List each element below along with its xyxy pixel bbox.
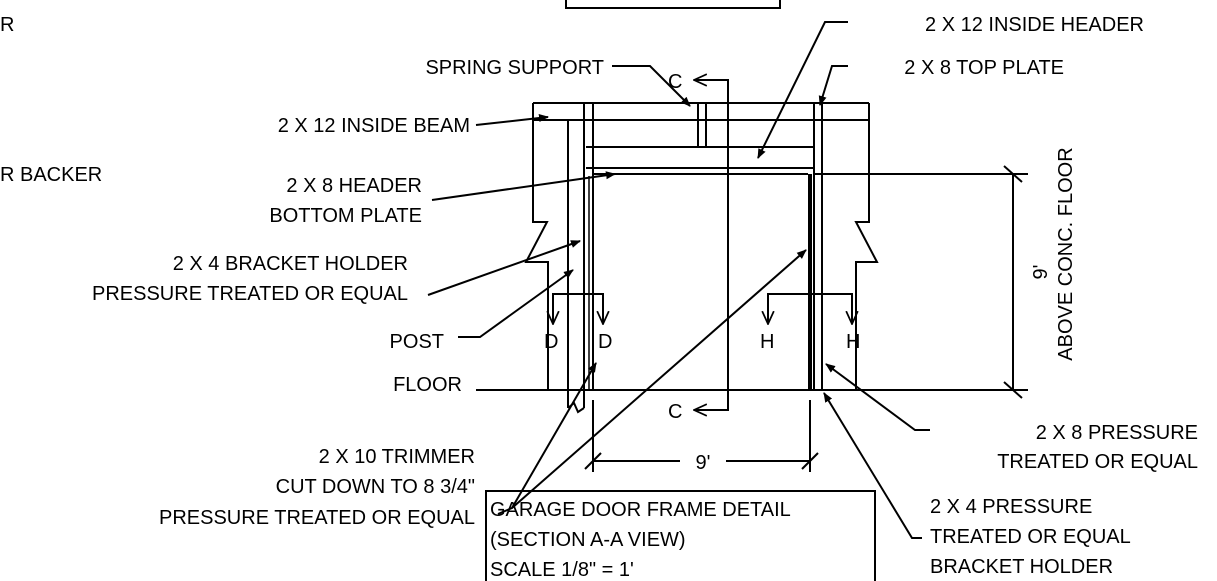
pt-2x8-label-1: 2 X 8 PRESSURE [1036,422,1198,444]
dim-tick-bottom [1003,381,1023,399]
section-d-right-label: D [598,331,612,353]
bracket-holder-label-1: 2 X 4 BRACKET HOLDER [173,253,408,275]
section-h-left-label: H [760,331,774,353]
inside-beam-label: 2 X 12 INSIDE BEAM [278,115,470,137]
left-wall-outline [524,103,549,390]
section-c-cutline [700,79,729,411]
section-d-cutline [552,293,604,322]
height-dim-note: ABOVE CONC. FLOOR [1055,147,1077,360]
trimmer-label-2: CUT DOWN TO 8 3/4" [276,476,475,498]
leader-bracket-holder [427,240,581,296]
inside-header-label: 2 X 12 INSIDE HEADER [925,14,1144,36]
title-block-line-1: GARAGE DOOR FRAME DETAIL [490,499,791,521]
header-bottom-label-1: 2 X 8 HEADER [286,175,422,197]
width-tick-right [801,452,819,470]
title-block-line-3: SCALE 1/8" = 1' [490,559,634,581]
pt-2x8-label-2: TREATED OR EQUAL [997,451,1198,473]
leader-post [458,269,574,338]
post-label: POST [390,331,444,353]
leader-top-plate [818,65,848,106]
top-box-partial [565,0,781,9]
section-c-top-label: C [668,71,682,93]
backer-partial-label: R BACKER [0,164,102,186]
partial-r-label: R [0,14,14,36]
leader-spring-support [612,65,691,107]
section-h-right-label: H [846,331,860,353]
leader-inside-beam [475,114,549,126]
bracket-holder-label-2: PRESSURE TREATED OR EQUAL [92,283,408,305]
title-block-frame [485,490,876,581]
title-block-line-2: (SECTION A-A VIEW) [490,529,686,551]
top-plate-label: 2 X 8 TOP PLATE [904,57,1064,79]
leader-trimmer-right [511,249,807,509]
dim-tick-top [1003,165,1023,183]
height-dim-value: 9' [1030,265,1052,280]
section-h-cutline [767,293,853,322]
width-dim-value: 9' [696,452,711,474]
header-bottom-label-2: BOTTOM PLATE [269,205,422,227]
floor-label: FLOOR [393,374,462,396]
trimmer-label-3: PRESSURE TREATED OR EQUAL [159,507,475,529]
leader-2x4-pressure [823,392,922,539]
section-d-left-label: D [544,331,558,353]
leader-trimmer-left [497,362,597,515]
leader-header-bottom-plate [431,171,616,201]
right-wall-outline [854,103,879,390]
pt-2x4-label-1: 2 X 4 PRESSURE [930,496,1092,518]
leader-2x8-pressure [825,363,930,431]
section-c-bottom-label: C [668,401,682,423]
leader-inside-header [757,21,848,159]
trimmer-label-1: 2 X 10 TRIMMER [319,446,475,468]
spring-support-label: SPRING SUPPORT [425,57,604,79]
pt-2x4-label-3: BRACKET HOLDER [930,556,1113,578]
pt-2x4-label-2: TREATED OR EQUAL [930,526,1131,548]
width-tick-left [584,452,602,470]
